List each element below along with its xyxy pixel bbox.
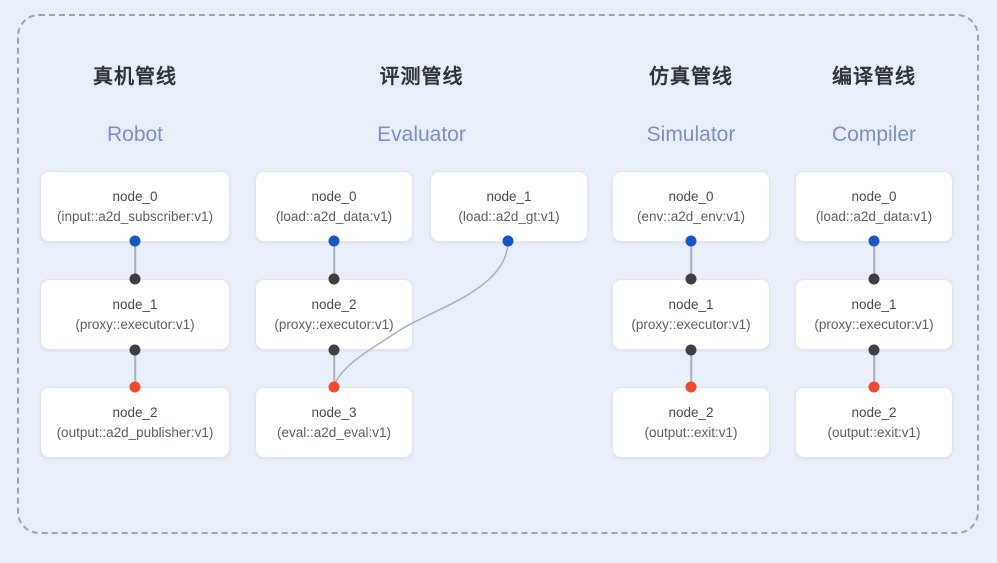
column-title-cn-simulator: 仿真管线 xyxy=(649,66,733,88)
port-input-icon-comp-node0-out[interactable] xyxy=(868,235,880,247)
node-name: node_2 xyxy=(311,296,357,312)
port-internal-icon-sim-node1-in[interactable] xyxy=(685,273,697,285)
node-name: node_1 xyxy=(668,296,714,312)
column-title-en-compiler: Compiler xyxy=(831,123,917,146)
node-card-sim-node-2[interactable]: node_2 (output::exit:v1) xyxy=(612,387,770,458)
port-output-icon-eval-node3-in[interactable] xyxy=(328,381,340,393)
port-output-icon-robot-node2-in[interactable] xyxy=(129,381,141,393)
node-name: node_0 xyxy=(311,188,357,204)
port-internal-icon-comp-node1-out[interactable] xyxy=(868,344,880,356)
port-output-icon-comp-node2-in[interactable] xyxy=(868,381,880,393)
pipeline-column-robot: 真机管线 Robot xyxy=(40,0,230,563)
column-title-cn-compiler: 编译管线 xyxy=(832,66,916,88)
column-title-en-evaluator: Evaluator xyxy=(377,123,466,146)
port-output-icon-sim-node2-in[interactable] xyxy=(685,381,697,393)
node-card-eval-node-3[interactable]: node_3 (eval::a2d_eval:v1) xyxy=(255,387,413,458)
port-input-icon-eval-node1-out[interactable] xyxy=(502,235,514,247)
node-name: node_1 xyxy=(112,296,158,312)
node-spec: (output::exit:v1) xyxy=(644,424,738,440)
node-name: node_2 xyxy=(851,404,897,420)
edge-comp-node1-to-node2 xyxy=(873,349,875,387)
column-title-cn-evaluator: 评测管线 xyxy=(379,66,464,88)
pipeline-column-simulator: 仿真管线 Simulator xyxy=(612,0,770,563)
port-internal-icon-eval-node2-out[interactable] xyxy=(328,344,340,356)
edge-sim-node0-to-node1 xyxy=(690,241,692,279)
node-spec: (output::exit:v1) xyxy=(827,424,921,440)
node-card-eval-node-1[interactable]: node_1 (load::a2d_gt:v1) xyxy=(430,171,588,242)
edge-sim-node1-to-node2 xyxy=(690,349,692,387)
node-spec: (eval::a2d_eval:v1) xyxy=(276,424,392,440)
node-card-comp-node-0[interactable]: node_0 (load::a2d_data:v1) xyxy=(795,171,953,242)
node-card-comp-node-1[interactable]: node_1 (proxy::executor:v1) xyxy=(795,279,953,350)
port-input-icon-eval-node0-out[interactable] xyxy=(328,235,340,247)
node-card-sim-node-0[interactable]: node_0 (env::a2d_env:v1) xyxy=(612,171,770,242)
node-name: node_2 xyxy=(668,404,714,420)
node-name: node_3 xyxy=(311,404,357,420)
node-spec: (output::a2d_publisher:v1) xyxy=(56,424,214,440)
column-title-en-robot: Robot xyxy=(106,123,164,146)
node-spec: (proxy::executor:v1) xyxy=(274,316,394,332)
node-card-eval-node-0[interactable]: node_0 (load::a2d_data:v1) xyxy=(255,171,413,242)
node-name: node_0 xyxy=(851,188,897,204)
pipeline-column-evaluator: 评测管线 Evaluator xyxy=(255,0,588,563)
node-spec: (load::a2d_data:v1) xyxy=(815,208,933,224)
node-name: node_1 xyxy=(851,296,897,312)
node-spec: (env::a2d_env:v1) xyxy=(636,208,746,224)
column-title-en-simulator: Simulator xyxy=(646,123,736,146)
node-spec: (input::a2d_subscriber:v1) xyxy=(56,208,214,224)
port-input-icon-sim-node0-out[interactable] xyxy=(685,235,697,247)
node-name: node_0 xyxy=(668,188,714,204)
port-internal-icon-sim-node1-out[interactable] xyxy=(685,344,697,356)
edge-robot-node1-to-node2 xyxy=(134,349,136,387)
node-spec: (proxy::executor:v1) xyxy=(814,316,934,332)
port-input-icon-robot-node0-out[interactable] xyxy=(129,235,141,247)
node-name: node_2 xyxy=(112,404,158,420)
pipeline-column-compiler: 编译管线 Compiler xyxy=(795,0,953,563)
node-card-comp-node-2[interactable]: node_2 (output::exit:v1) xyxy=(795,387,953,458)
port-internal-icon-robot-node1-out[interactable] xyxy=(129,344,141,356)
node-name: node_0 xyxy=(112,188,158,204)
node-spec: (load::a2d_data:v1) xyxy=(275,208,393,224)
port-internal-icon-robot-node1-in[interactable] xyxy=(129,273,141,285)
edge-comp-node0-to-node1 xyxy=(873,241,875,279)
node-spec: (proxy::executor:v1) xyxy=(75,316,195,332)
port-internal-icon-comp-node1-in[interactable] xyxy=(868,273,880,285)
port-internal-icon-eval-node2-in[interactable] xyxy=(328,273,340,285)
node-card-eval-node-2[interactable]: node_2 (proxy::executor:v1) xyxy=(255,279,413,350)
node-name: node_1 xyxy=(486,188,532,204)
node-card-robot-node-2[interactable]: node_2 (output::a2d_publisher:v1) xyxy=(40,387,230,458)
edge-robot-node0-to-node1 xyxy=(134,241,136,279)
node-card-robot-node-0[interactable]: node_0 (input::a2d_subscriber:v1) xyxy=(40,171,230,242)
node-card-sim-node-1[interactable]: node_1 (proxy::executor:v1) xyxy=(612,279,770,350)
column-title-cn-robot: 真机管线 xyxy=(93,66,177,88)
node-spec: (load::a2d_gt:v1) xyxy=(458,208,560,224)
node-card-robot-node-1[interactable]: node_1 (proxy::executor:v1) xyxy=(40,279,230,350)
node-spec: (proxy::executor:v1) xyxy=(631,316,751,332)
